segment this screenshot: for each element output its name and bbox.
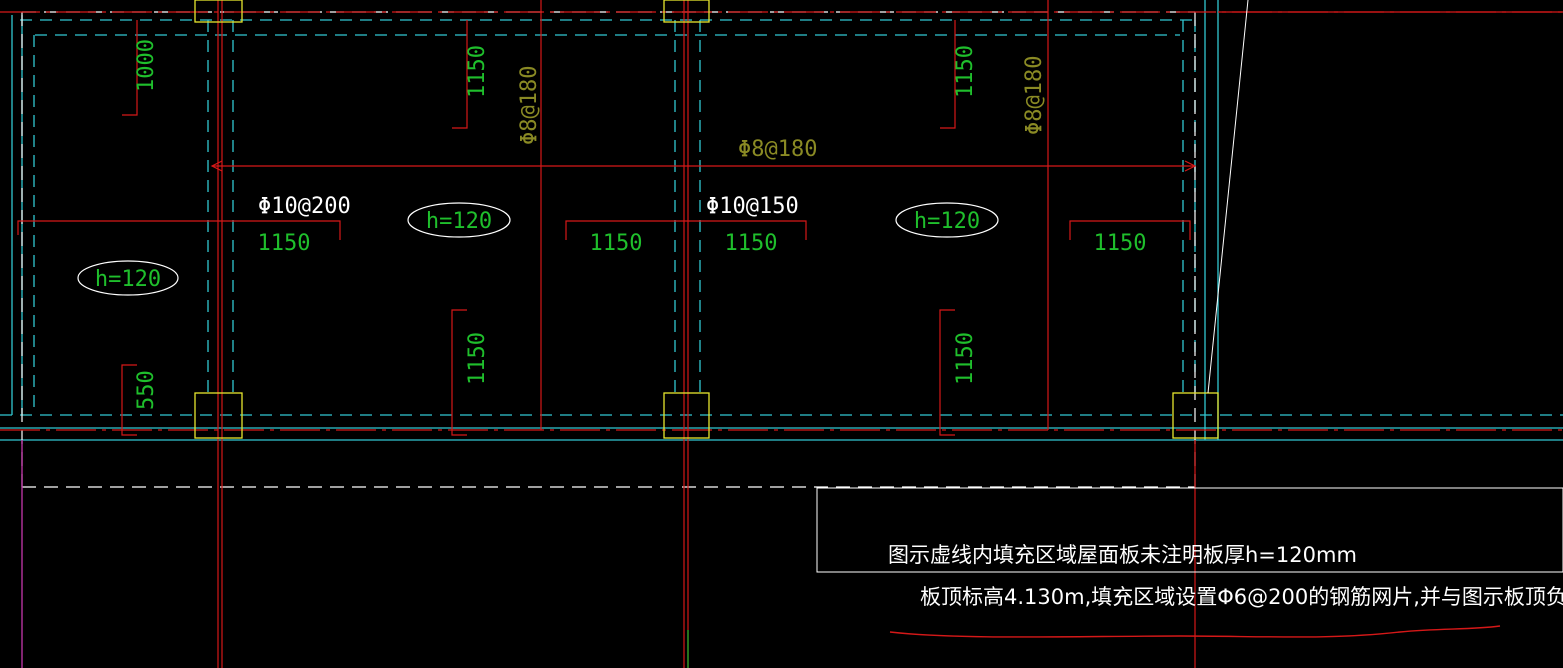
dim-right-top: 1150 (953, 45, 978, 98)
slab-thickness-mid: h=120 (426, 209, 492, 234)
slab-tag-left-ellipse (77, 260, 179, 296)
note-line-2: 板顶标高4.130m,填充区域设置Φ6@200的钢筋网片,并与图示板顶负筋可靠搭… (920, 585, 1563, 609)
rebar-label-bottom-vertical-right: Φ8@180 (1022, 56, 1047, 135)
rebar-label-bottom-horizontal: Φ8@180 (738, 137, 817, 162)
dim-1000: 1000 (134, 39, 159, 92)
dim-h-c: 1150 (725, 231, 778, 256)
dim-550: 550 (134, 370, 159, 410)
dim-h-a: 1150 (258, 231, 311, 256)
dim-h-b: 1150 (590, 231, 643, 256)
note-underline (889, 625, 1501, 638)
slab-thickness-tags: h=120 h=120 h=120 (77, 202, 999, 296)
axis-lines (21, 440, 689, 668)
rebar-label-top-mid: Φ10@150 (706, 194, 799, 219)
rebar-labels: Φ10@200 Φ10@150 Φ8@180 Φ8@180 Φ8@180 (258, 56, 1047, 219)
note-frame (816, 487, 1563, 573)
note-line-1: 图示虚线内填充区域屋面板未注明板厚h=120mm (888, 543, 1357, 567)
note-box: 图示虚线内填充区域屋面板未注明板厚h=120mm 板顶标高4.130m,填充区域… (816, 487, 1563, 638)
rebar-label-top-left: Φ10@200 (258, 194, 351, 219)
beam-outlines (0, 0, 1563, 441)
columns (194, 0, 1219, 439)
dim-right-bottom: 1150 (953, 332, 978, 385)
rebar-label-bottom-vertical-mid: Φ8@180 (517, 66, 542, 145)
slab-tag-mid-ellipse (407, 202, 511, 238)
diagonal-line (1207, 0, 1249, 394)
slab-tag-right-ellipse (895, 202, 999, 238)
dimension-labels: 1000 550 1150 1150 1150 1150 1150 1150 1… (134, 39, 1146, 410)
slab-thickness-right: h=120 (914, 209, 980, 234)
dim-mid-bottom: 1150 (465, 332, 490, 385)
dim-mid-top: 1150 (465, 45, 490, 98)
slab-thickness-left: h=120 (95, 267, 161, 292)
dim-h-d: 1150 (1094, 231, 1147, 256)
